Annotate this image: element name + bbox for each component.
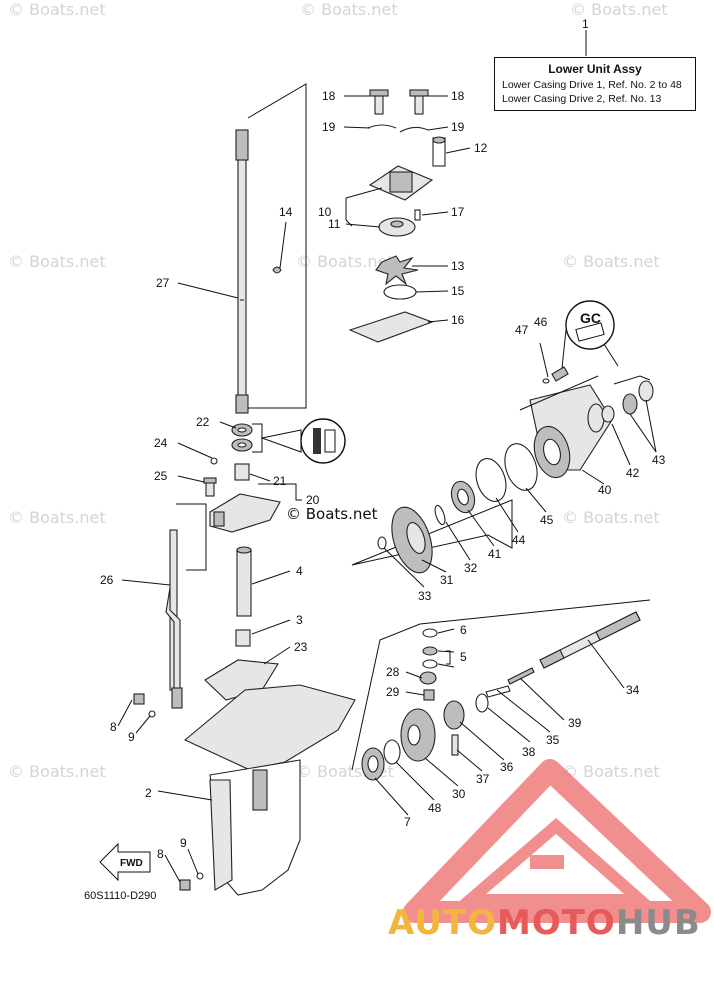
assembly-legend-box: Lower Unit Assy Lower Casing Drive 1, Re…	[494, 57, 696, 111]
fwd-label: FWD	[120, 858, 143, 869]
watermark: © Boats.net	[8, 762, 106, 781]
callout-7: 7	[404, 815, 411, 829]
callout-3: 3	[296, 613, 303, 627]
callout-8: 8	[157, 847, 164, 861]
callout-2: 2	[145, 786, 152, 800]
callout-9: 9	[180, 836, 187, 850]
callout-48: 48	[428, 801, 442, 815]
watermark: © Boats.net	[570, 0, 668, 19]
callout-6: 6	[460, 623, 467, 637]
callout-14: 14	[279, 205, 293, 219]
watermark: © Boats.net	[8, 508, 106, 527]
driveshaft	[235, 129, 249, 414]
callout-8: 8	[110, 720, 117, 734]
legend-line-1: Lower Casing Drive 1, Ref. No. 2 to 48	[502, 79, 682, 91]
callout-5: 5	[460, 650, 467, 664]
callout-22: 22	[196, 415, 210, 429]
callout-19: 19	[322, 120, 336, 134]
callout-44: 44	[512, 533, 526, 547]
callout-30: 30	[452, 787, 466, 801]
callout-19: 19	[451, 120, 465, 134]
callout-16: 16	[451, 313, 465, 327]
logo-part-hub: HUB	[615, 903, 701, 943]
callout-29: 29	[386, 685, 400, 699]
callout-12: 12	[474, 141, 488, 155]
callout-38: 38	[522, 745, 536, 759]
callout-39: 39	[568, 716, 582, 730]
callout-4: 4	[296, 564, 303, 578]
legend-line-2: Lower Casing Drive 2, Ref. No. 13	[502, 93, 662, 105]
callout-31: 31	[440, 573, 454, 587]
callout-33: 33	[418, 589, 432, 603]
watermark: © Boats.net	[8, 252, 106, 271]
callout-37: 37	[476, 772, 490, 786]
watermark: © Boats.net	[562, 762, 660, 781]
callout-27: 27	[156, 276, 170, 290]
callout-35: 35	[546, 733, 560, 747]
callout-47: 47	[515, 323, 529, 337]
callout-13: 13	[451, 259, 465, 273]
callout-36: 36	[500, 760, 514, 774]
water-pump	[348, 89, 446, 343]
callout-26: 26	[100, 573, 114, 587]
leader-lines	[117, 30, 657, 883]
watermark: © Boats.net	[296, 252, 394, 271]
callout-18: 18	[451, 89, 465, 103]
callout-11: 11	[328, 217, 341, 231]
callout-45: 45	[540, 513, 554, 527]
callout-40: 40	[598, 483, 612, 497]
callout-42: 42	[626, 466, 640, 480]
callout-46: 46	[534, 315, 548, 329]
fwd-arrow	[99, 842, 151, 882]
callout-43: 43	[652, 453, 666, 467]
callout-21: 21	[273, 474, 287, 488]
watermark: © Boats.net	[300, 0, 398, 19]
lower-casing	[183, 684, 356, 896]
propeller-shaft	[539, 611, 641, 669]
watermark: © Boats.net	[562, 252, 660, 271]
watermark: © Boats.net	[562, 508, 660, 527]
callout-32: 32	[464, 561, 478, 575]
callout-28: 28	[386, 665, 400, 679]
legend-title: Lower Unit Assy	[548, 62, 642, 76]
callout-17: 17	[451, 205, 465, 219]
callout-34: 34	[626, 683, 640, 697]
callout-18: 18	[322, 89, 336, 103]
gc-label: GC	[580, 310, 601, 326]
callout-23: 23	[294, 640, 308, 654]
logo-part-moto: MOTO	[496, 903, 616, 943]
callout-25: 25	[154, 469, 168, 483]
callout-15: 15	[451, 284, 465, 298]
logo-triangle	[403, 759, 711, 923]
callout-1: 1	[582, 17, 589, 31]
watermark-inline: © Boats.net	[286, 505, 378, 523]
callout-41: 41	[488, 547, 502, 561]
automotohub-logo: AUTOMOTOHUB	[388, 903, 701, 943]
oil-seals	[231, 423, 263, 453]
shift-rod	[165, 529, 183, 709]
callout-labels: 1 18 18 19 19 12 10 17 11 14 13 15 16 27…	[100, 17, 666, 869]
diagram-code: 60S1110-D290	[84, 890, 157, 902]
watermark: © Boats.net	[8, 0, 106, 19]
callout-10: 10	[318, 205, 332, 219]
callout-20: 20	[306, 493, 320, 507]
callout-9: 9	[128, 730, 135, 744]
callout-24: 24	[154, 436, 168, 450]
logo-part-auto: AUTO	[388, 903, 497, 943]
prop-shaft-housing	[529, 384, 613, 479]
forward-gear	[391, 506, 433, 574]
